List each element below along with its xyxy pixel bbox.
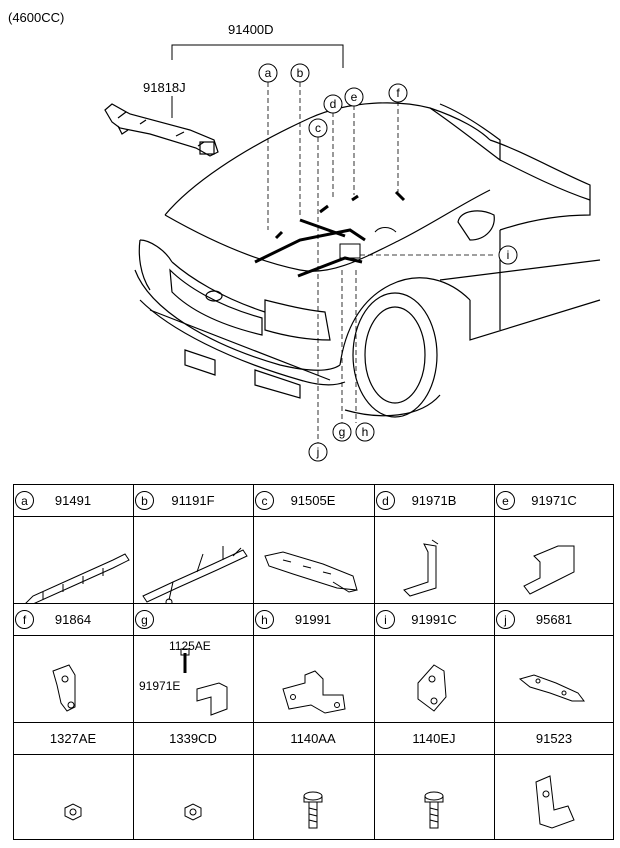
callout-a: a [265,66,272,80]
grid-line [133,484,134,840]
callout-f: f [396,86,400,100]
grid-line [13,722,614,723]
letter-badge: h [255,610,274,629]
vehicle-diagram: a b c d e f g h i j [104,44,601,462]
callout-h: h [362,425,369,439]
assembly-number: 91400D [228,22,274,37]
long-harness-icon [25,553,130,603]
letter-badge: f [15,610,34,629]
engine-harness-drawing [254,190,406,278]
nut-icon [184,803,202,821]
grid-line [613,484,614,840]
part-header: h 91991 [253,603,373,635]
callout-j: j [316,445,320,459]
callout-g: g [339,425,346,439]
part-number: 1140EJ [412,730,456,746]
part-header: 1327AE [13,722,133,754]
part-header: 1140EJ [374,722,494,754]
letter-badge: e [496,491,515,510]
grid-line [13,754,614,755]
part-number: 91991 [294,611,332,627]
bracket-plate-icon [523,545,575,595]
sub-part-number: 91971E [139,679,181,693]
part-header: 91523 [494,722,614,754]
bolt-icon [424,791,444,829]
part-number: 91523 [535,730,573,746]
callout-circles [258,63,518,462]
part-header: i 91991C [374,603,494,635]
grid-line [13,839,614,840]
part-header: a 91491 [13,484,133,516]
grid-line [13,635,614,636]
part-number: 95681 [535,611,573,627]
part-number: 91971C [531,492,577,508]
part-number: 91991C [411,611,457,627]
grid-line [374,484,375,840]
part-header: 1339CD [133,722,253,754]
grid-line [13,484,614,485]
callout-d: d [330,97,337,111]
strap-bracket-icon [518,674,585,702]
harness-branch-icon [142,546,248,603]
grid-line [253,484,254,840]
part-header: e 91971C [494,484,614,516]
letter-badge: j [496,610,515,629]
part-header: 1140AA [253,722,373,754]
grid-line [13,484,14,840]
callout-e: e [351,90,358,104]
part-number: 1140AA [290,730,336,746]
letter-badge: c [255,491,274,510]
part-header: g [133,603,253,635]
letter-badge: b [135,491,154,510]
callout-c: c [315,121,321,135]
part-header: j 95681 [494,603,614,635]
part-header: d 91971B [374,484,494,516]
part-number: 91971B [411,492,457,508]
part-number: 91191F [171,492,215,508]
callout-i: i [507,248,510,262]
loose-harness-drawing [104,103,219,157]
part-number: 1339CD [169,730,217,746]
part-number: 1327AE [49,730,97,746]
wing-bracket-icon [282,670,346,714]
part-header: c 91505E [253,484,373,516]
letter-badge: g [135,610,154,629]
grid-line [494,484,495,840]
sub-part-number: 1125AE [169,639,211,653]
leader-lines [267,82,493,443]
bolt-icon [303,791,323,829]
grid-line [13,516,614,517]
letter-badge: a [15,491,34,510]
car-body-drawing [134,102,601,418]
part-number: 91505E [290,492,336,508]
part-number: 91491 [54,492,92,508]
letter-badge: i [376,610,395,629]
bracket-clip-icon [417,664,447,712]
grid-line [13,603,614,604]
nut-icon [64,803,82,821]
harness-number: 91818J [143,80,186,95]
part-number: 91864 [54,611,92,627]
harness-protector-icon [264,551,358,593]
parts-table: a 91491 b 91191F c 91505E d 91971B e 91971C f 91864… [13,484,614,840]
letter-badge: d [376,491,395,510]
bolt-bracket-icon [180,648,228,716]
callout-b: b [297,66,304,80]
bracket-icon [403,539,439,597]
assembly-leader [171,44,344,68]
clip-bracket-icon [52,664,76,712]
variant-label: (4600CC) [8,10,65,25]
part-header: b 91191F [133,484,253,516]
part-header: f 91864 [13,603,133,635]
l-bracket-icon [535,775,575,829]
